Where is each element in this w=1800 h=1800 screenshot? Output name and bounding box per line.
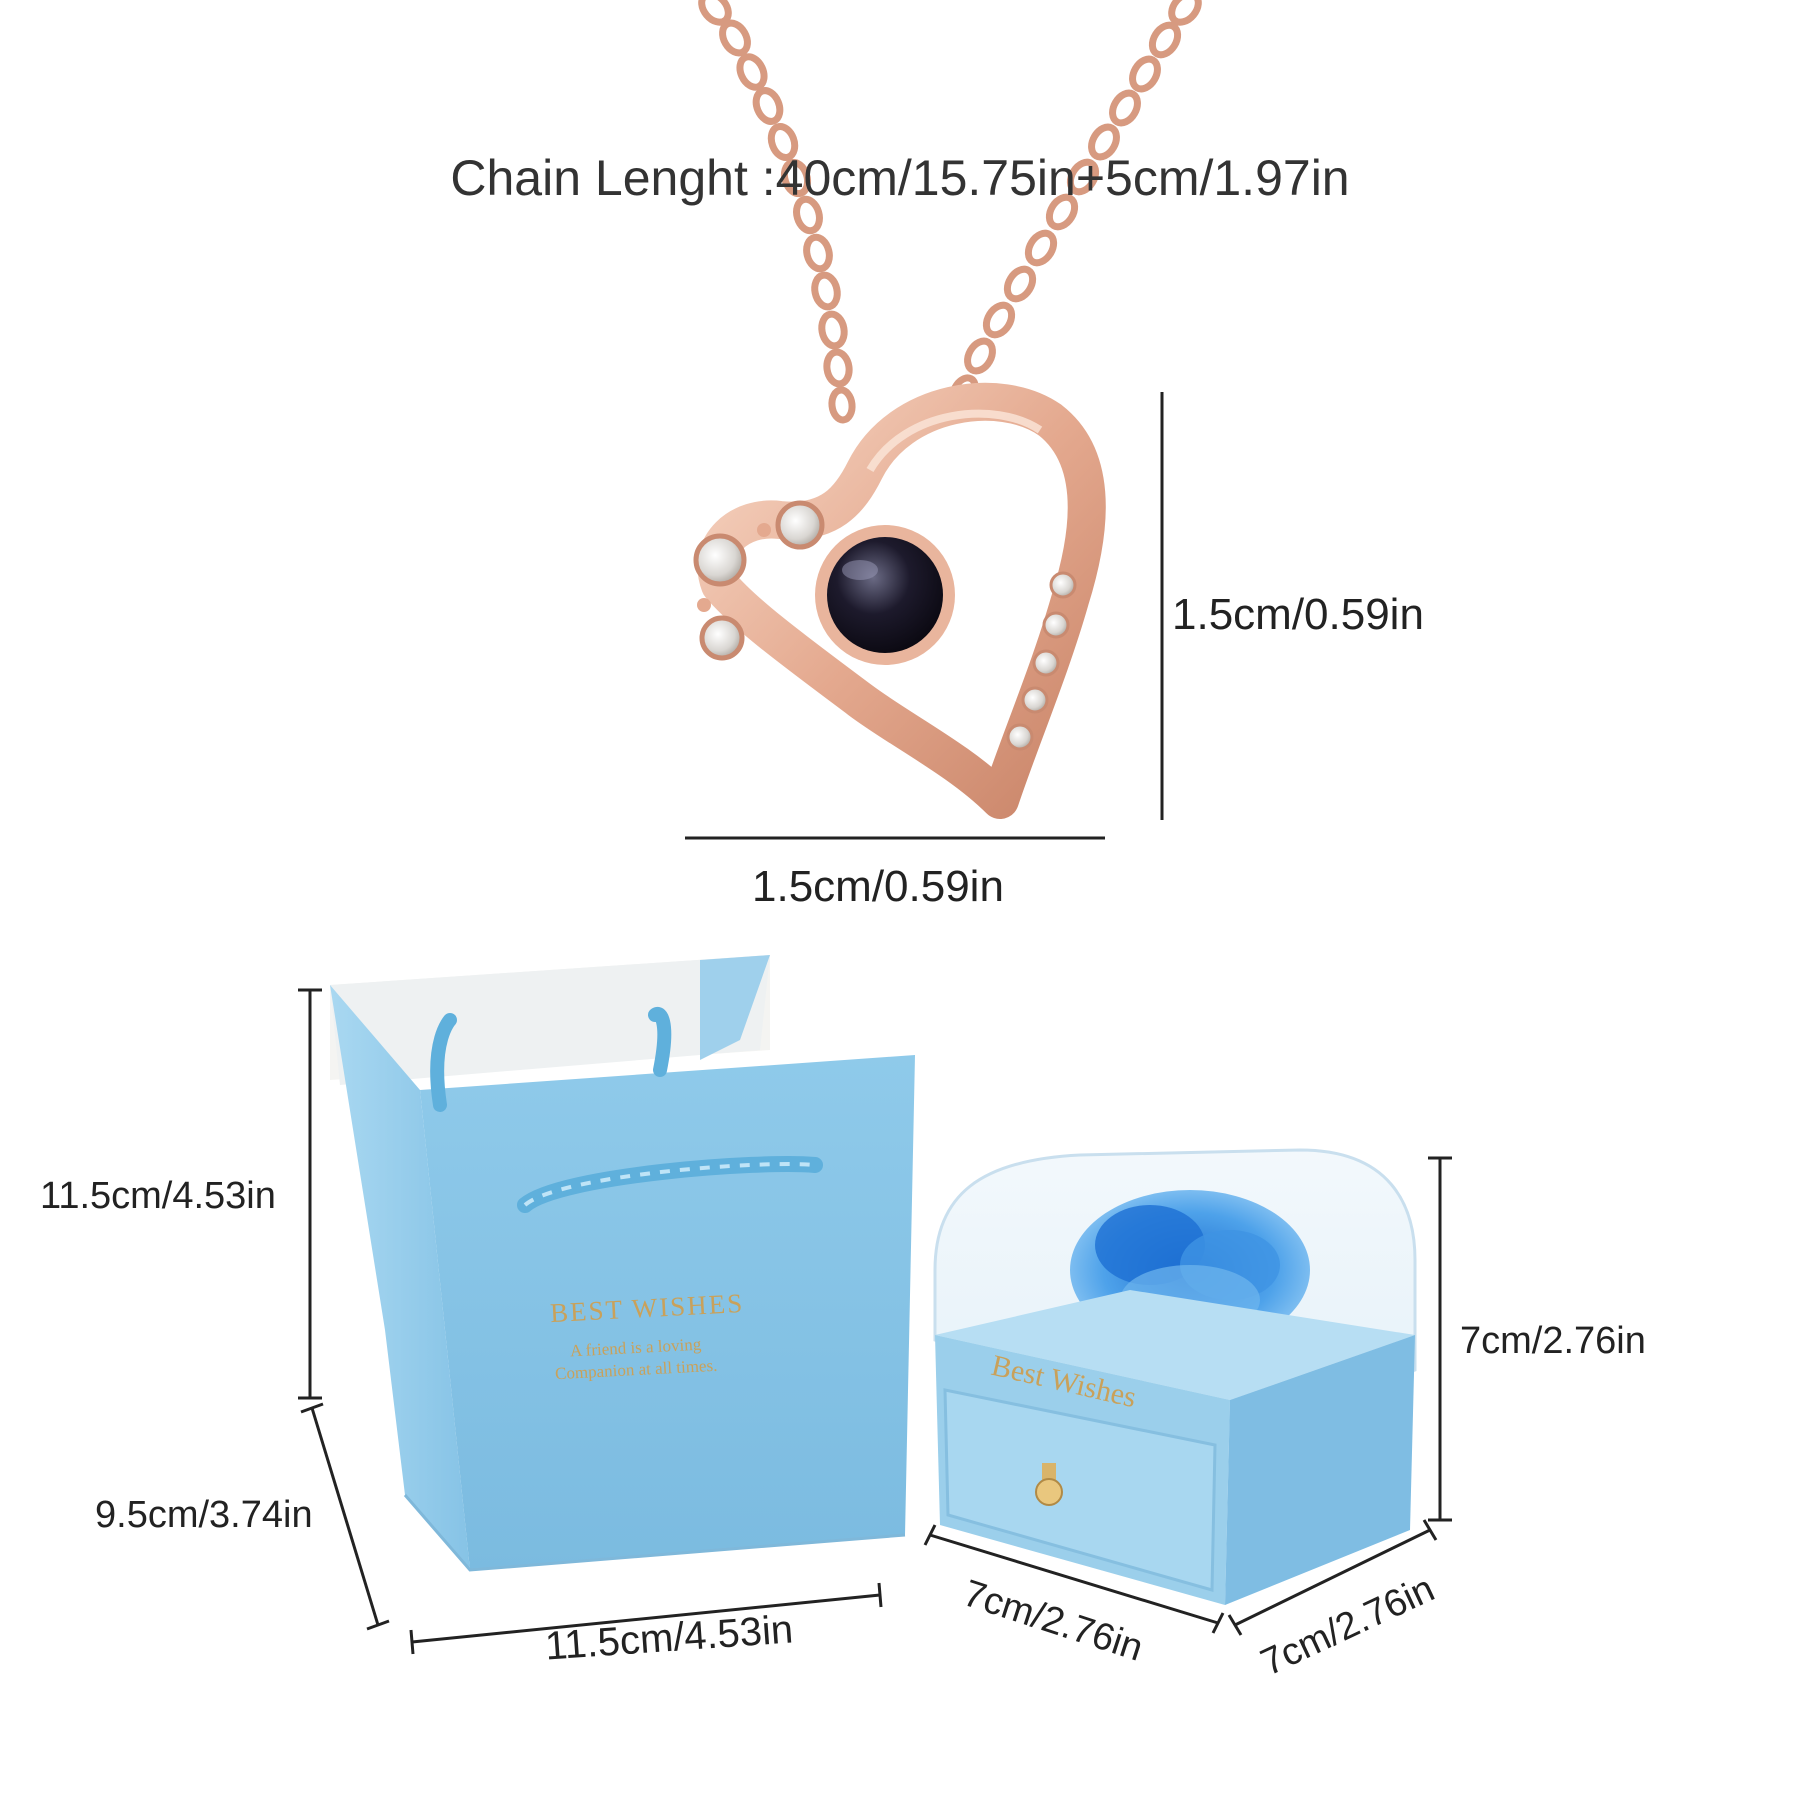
box-height-label: 7cm/2.76in <box>1460 1320 1646 1362</box>
chain-length-label: Chain Lenght :40cm/15.75in+5cm/1.97in <box>450 150 1350 206</box>
bag-dimension-lines <box>298 988 883 1655</box>
pendant-height-label: 1.5cm/0.59in <box>1172 590 1424 639</box>
pendant-width-label: 1.5cm/0.59in <box>752 862 1004 911</box>
heart-pendant <box>693 382 1106 819</box>
jewelry-box <box>933 1148 1417 1605</box>
gift-bag <box>330 955 915 1572</box>
bag-depth-label: 9.5cm/3.74in <box>95 1494 313 1536</box>
bag-height-label: 11.5cm/4.53in <box>40 1175 276 1217</box>
box-dimension-lines <box>923 1156 1452 1636</box>
necklace-chain <box>698 0 1202 424</box>
